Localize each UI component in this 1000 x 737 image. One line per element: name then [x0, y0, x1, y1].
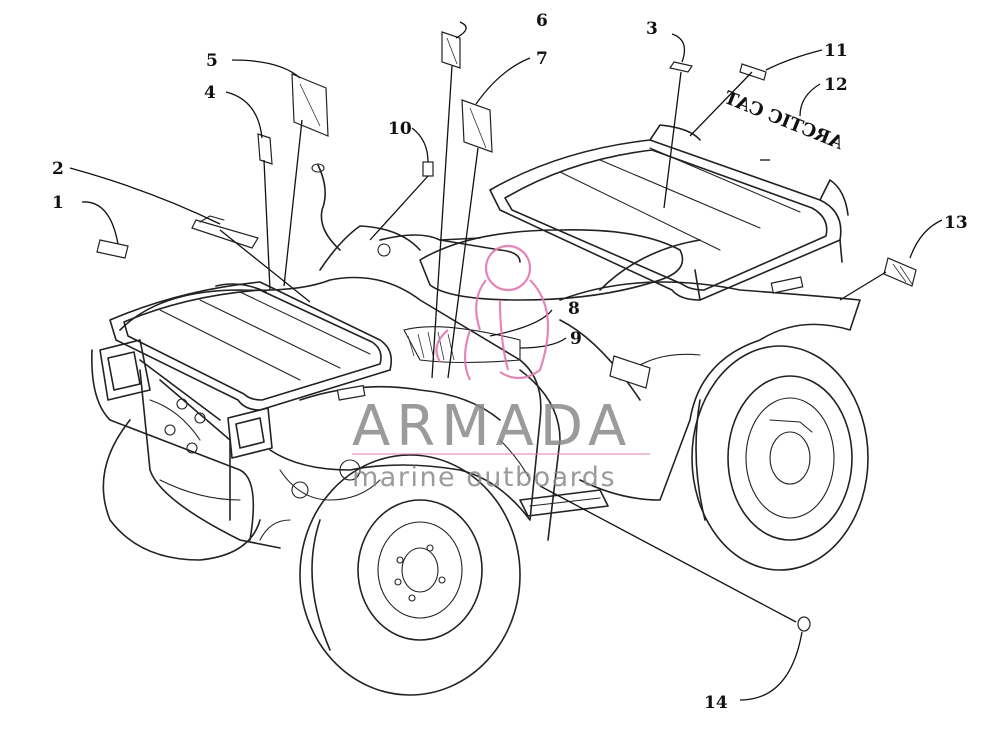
- callout-5: 5: [206, 51, 218, 71]
- front-wheel: [299, 454, 521, 696]
- front-bumper: [91, 239, 281, 549]
- callout-4: 4: [204, 83, 216, 103]
- seat: [419, 229, 684, 301]
- callout-14: 14: [704, 693, 728, 713]
- leader-lines: [69, 21, 943, 701]
- rear-rack: [489, 124, 849, 301]
- arctic-cat-decal: ARCTIC CAT: [721, 87, 848, 154]
- front-right-wheel: [102, 419, 261, 561]
- callout-11: 11: [824, 41, 848, 61]
- callout-6: 6: [536, 11, 548, 31]
- watermark-title: ARMADA: [352, 394, 632, 459]
- watermark-subtitle: marine outboards: [352, 462, 616, 493]
- callout-labels: 1 2 3 4 5 6 7 8 9 10 11 12 13 14: [52, 11, 968, 713]
- callout-3: 3: [646, 19, 658, 39]
- callout-2: 2: [52, 159, 64, 179]
- callout-10: 10: [388, 119, 412, 139]
- callout-8: 8: [568, 299, 580, 319]
- armada-watermark: ARMADA marine outboards: [352, 244, 650, 493]
- callout-1: 1: [52, 193, 64, 213]
- callout-12: 12: [824, 75, 848, 95]
- engine-area: [259, 439, 531, 541]
- atv-illustration: ARCTIC CAT: [91, 31, 917, 696]
- front-rack: [109, 281, 393, 411]
- callout-7: 7: [536, 49, 548, 69]
- watermark-logo-icon: [435, 244, 550, 381]
- decal-14-emblem: [797, 616, 811, 632]
- callout-13: 13: [944, 213, 968, 233]
- rear-fender: [559, 239, 917, 501]
- rear-wheel: [691, 345, 869, 571]
- callout-9: 9: [570, 329, 582, 349]
